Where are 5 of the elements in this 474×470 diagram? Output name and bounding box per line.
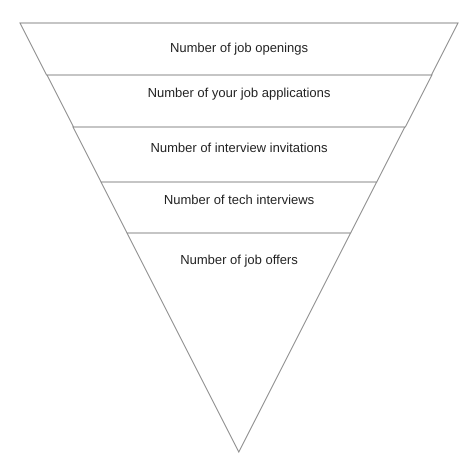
band-label: Number of job openings: [170, 40, 308, 56]
band-label: Number of interview invitations: [150, 140, 328, 156]
band-label: Number of tech interviews: [164, 192, 314, 208]
band-label: Number of your job applications: [148, 85, 330, 101]
band-label: Number of job offers: [180, 252, 298, 268]
